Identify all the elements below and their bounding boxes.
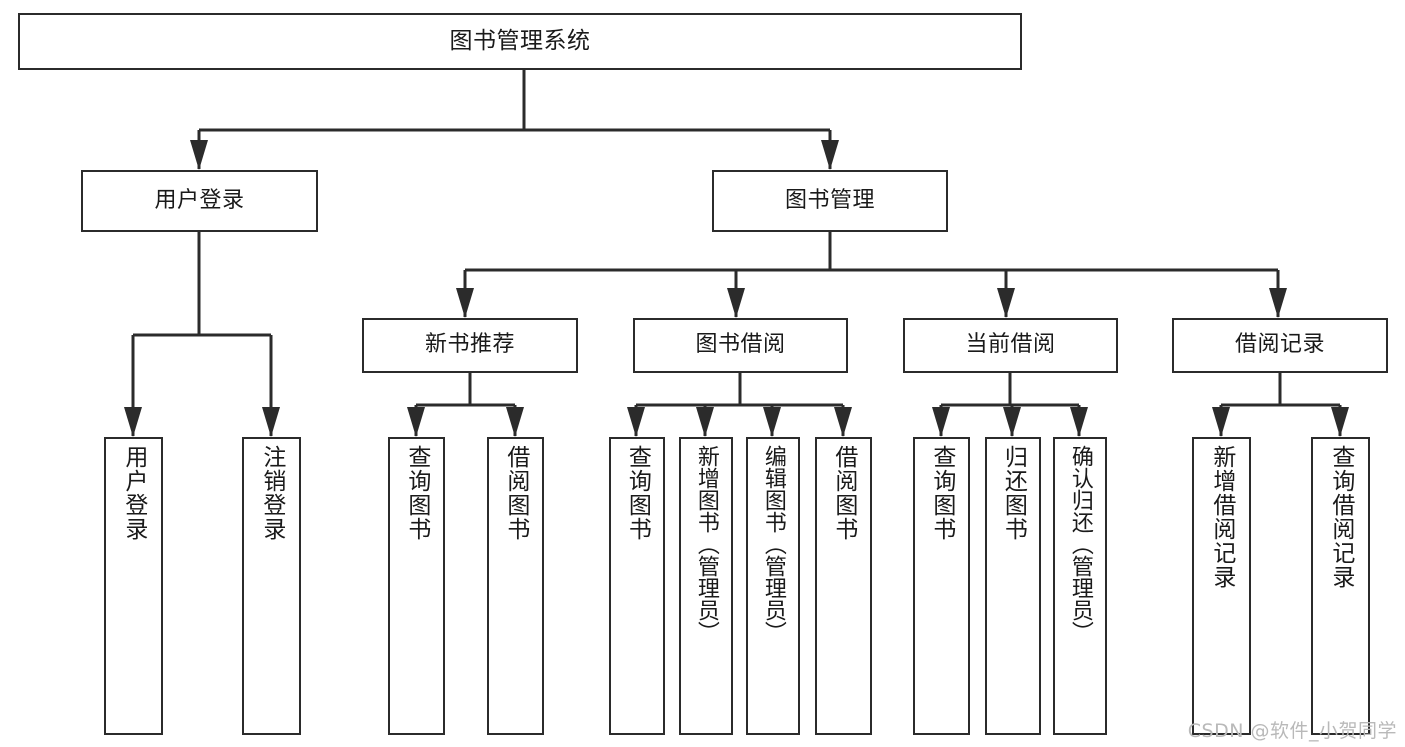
node-borrowing-records[interactable]: 借阅记录 xyxy=(1172,318,1388,373)
node-label: 图书管理 xyxy=(784,187,875,213)
node-label: 借阅图书 xyxy=(830,445,857,541)
node-root-book-management-system[interactable]: 图书管理系统 xyxy=(18,13,1022,70)
node-leaf-borrow-book[interactable]: 借阅图书 xyxy=(815,437,872,735)
node-label: 查询图书 xyxy=(403,445,430,541)
node-current-borrowing[interactable]: 当前借阅 xyxy=(903,318,1118,373)
node-leaf-return-book[interactable]: 归还图书 xyxy=(985,437,1041,735)
node-leaf-borrow-book-recommend[interactable]: 借阅图书 xyxy=(487,437,544,735)
node-new-book-recommendation[interactable]: 新书推荐 xyxy=(362,318,578,373)
node-leaf-confirm-return-admin[interactable]: 确认归还（管理员） xyxy=(1053,437,1107,735)
node-label: 用户登录 xyxy=(154,187,245,213)
node-leaf-query-book-current[interactable]: 查询图书 xyxy=(913,437,970,735)
node-leaf-edit-book-admin[interactable]: 编辑图书（管理员） xyxy=(746,437,800,735)
node-label: 当前借阅 xyxy=(965,332,1056,358)
node-leaf-user-logout[interactable]: 注销登录 xyxy=(242,437,301,735)
node-user-login[interactable]: 用户登录 xyxy=(81,170,318,232)
node-leaf-query-borrow-record[interactable]: 查询借阅记录 xyxy=(1311,437,1370,735)
node-leaf-query-book-recommend[interactable]: 查询图书 xyxy=(388,437,445,735)
node-label: 注销登录 xyxy=(258,445,285,541)
node-label: 图书借阅 xyxy=(695,332,786,358)
node-label: 新书推荐 xyxy=(424,332,515,358)
node-leaf-user-login[interactable]: 用户登录 xyxy=(104,437,163,735)
node-label: 查询借阅记录 xyxy=(1327,445,1354,589)
node-label: 新增借阅记录 xyxy=(1208,445,1235,589)
node-label: 编辑图书（管理员） xyxy=(760,445,786,643)
node-book-management[interactable]: 图书管理 xyxy=(712,170,948,232)
node-leaf-add-book-admin[interactable]: 新增图书（管理员） xyxy=(679,437,733,735)
csdn-watermark: CSDN @软件_小贺同学 xyxy=(1187,720,1397,742)
node-book-borrowing[interactable]: 图书借阅 xyxy=(633,318,848,373)
node-label: 归还图书 xyxy=(1000,445,1027,541)
node-label: 借阅图书 xyxy=(502,445,529,541)
node-leaf-add-borrow-record[interactable]: 新增借阅记录 xyxy=(1192,437,1251,735)
node-label: 查询图书 xyxy=(928,445,955,541)
node-label: 查询图书 xyxy=(624,445,651,541)
node-label: 确认归还（管理员） xyxy=(1067,445,1093,643)
node-label: 用户登录 xyxy=(120,445,147,541)
node-leaf-query-book-borrow[interactable]: 查询图书 xyxy=(609,437,665,735)
node-label: 图书管理系统 xyxy=(449,27,591,54)
node-label: 新增图书（管理员） xyxy=(693,445,719,643)
node-label: 借阅记录 xyxy=(1234,332,1325,358)
